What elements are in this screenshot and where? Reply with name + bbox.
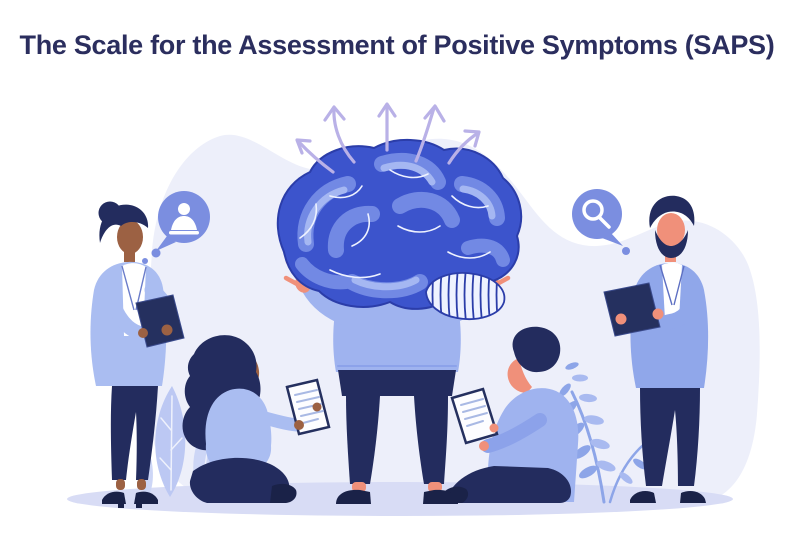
seated-woman-top	[205, 388, 272, 470]
cerebellum-stripes	[431, 272, 499, 320]
person-report-icon	[169, 203, 199, 235]
woman-shoes	[102, 491, 158, 508]
man-hand	[652, 308, 664, 320]
woman-hand	[138, 328, 148, 338]
center-person-pants	[338, 370, 456, 396]
page-title: The Scale for the Assessment of Positive…	[19, 30, 775, 60]
arrow-icon-5	[447, 129, 481, 165]
radiating-arrows	[295, 102, 481, 174]
center-person-shoes	[336, 489, 458, 504]
woman-pants	[110, 386, 158, 480]
woman-hand	[161, 324, 173, 336]
magnifier-icon	[582, 199, 611, 229]
tablet-text-lines	[294, 389, 324, 424]
brain-line-details	[299, 169, 491, 279]
arrow-icon-4	[414, 104, 446, 163]
woman-face	[117, 220, 143, 254]
saps-illustration	[67, 102, 760, 516]
tablet-text-lines	[460, 398, 488, 427]
seated-woman-left	[182, 335, 331, 503]
standing-man-right	[603, 195, 709, 503]
arrow-icon-1	[295, 138, 335, 174]
arrow-icon-2	[323, 105, 356, 164]
seated-man-hand	[479, 441, 489, 451]
woman-hair	[99, 204, 149, 243]
seated-woman-legs	[189, 457, 290, 503]
center-person	[283, 255, 511, 504]
man-beard	[655, 230, 688, 258]
brain-illustration	[276, 138, 523, 320]
seated-man-face	[507, 358, 532, 393]
standing-woman-left	[90, 201, 185, 508]
center-person-torso	[333, 296, 461, 372]
arrow-icon-3	[377, 102, 397, 152]
man-shoes	[630, 491, 706, 503]
thought-bubble-left	[142, 191, 210, 264]
seated-man-hand	[489, 423, 499, 433]
seated-woman-hand	[294, 420, 304, 430]
woman-neck	[124, 252, 135, 262]
man-face	[657, 213, 685, 247]
brain-folds	[295, 152, 510, 299]
man-hand	[615, 313, 627, 325]
seated-woman-hand	[312, 402, 322, 412]
man-hair	[649, 195, 695, 228]
thought-bubble-right	[572, 189, 630, 255]
seated-man-legs	[446, 466, 572, 503]
man-pants	[640, 388, 700, 486]
seated-man-right	[444, 326, 579, 503]
seated-man-hair	[512, 326, 561, 373]
